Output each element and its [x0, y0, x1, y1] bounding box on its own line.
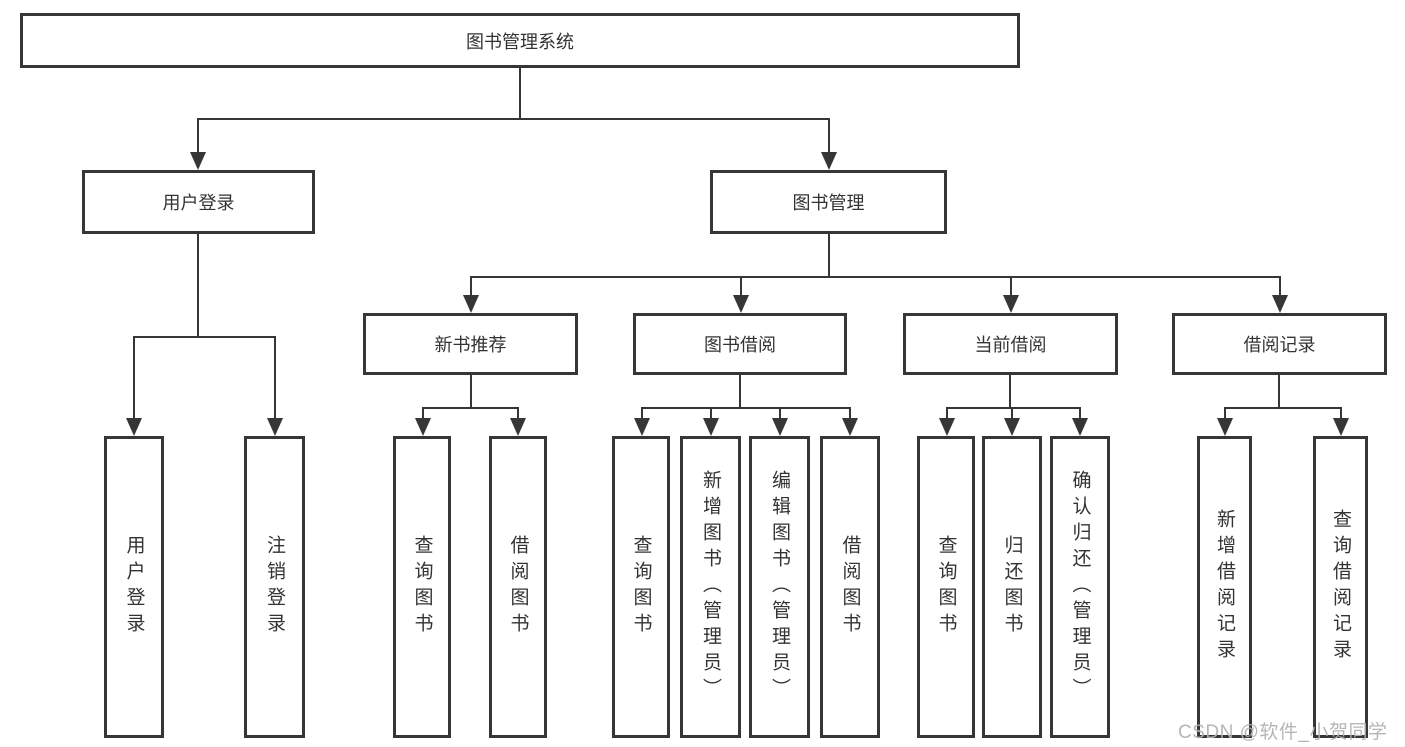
arrow-down-icon	[126, 418, 142, 436]
connector-line	[828, 118, 830, 156]
connector-line	[641, 407, 850, 409]
connector-line	[422, 407, 424, 421]
leaf-borrow-query-books: 查询图书	[612, 436, 670, 738]
connector-line	[517, 407, 519, 421]
leaf-label: 归还图书	[1001, 535, 1023, 639]
connector-line	[519, 68, 521, 118]
node-new-book-recommend: 新书推荐	[363, 313, 578, 375]
arrow-down-icon	[772, 418, 788, 436]
arrow-down-icon	[1004, 418, 1020, 436]
leaf-recommend-borrow-books: 借阅图书	[489, 436, 547, 738]
node-library-management-system: 图书管理系统	[20, 13, 1020, 68]
connector-line	[849, 407, 851, 421]
arrow-down-icon	[821, 152, 837, 170]
arrow-down-icon	[190, 152, 206, 170]
connector-line	[197, 234, 199, 336]
leaf-query-borrow-record: 查询借阅记录	[1313, 436, 1368, 738]
leaf-logout: 注销登录	[244, 436, 305, 738]
node-label: 当前借阅	[974, 335, 1047, 355]
leaf-label: 新增借阅记录	[1214, 509, 1235, 665]
leaf-label: 确认归还（管理员）	[1069, 470, 1091, 704]
leaf-label: 查询图书	[411, 535, 433, 639]
arrow-down-icon	[415, 418, 431, 436]
node-label: 图书管理系统	[466, 31, 574, 52]
connector-line	[1224, 407, 1341, 409]
leaf-label: 新增图书（管理员）	[700, 470, 721, 704]
leaf-label: 用户登录	[123, 535, 145, 639]
node-label: 图书借阅	[704, 335, 776, 355]
connector-line	[1079, 407, 1081, 421]
node-book-borrowing: 图书借阅	[633, 313, 847, 375]
connector-line	[779, 407, 781, 421]
leaf-label: 编辑图书（管理员）	[769, 470, 790, 704]
connector-line	[133, 336, 275, 338]
leaf-label: 借阅图书	[839, 535, 861, 639]
arrow-down-icon	[1272, 295, 1288, 313]
connector-line	[946, 407, 948, 421]
node-user-login: 用户登录	[82, 170, 315, 234]
arrow-down-icon	[939, 418, 955, 436]
arrow-down-icon	[634, 418, 650, 436]
leaf-user-login: 用户登录	[104, 436, 164, 738]
leaf-label: 注销登录	[264, 535, 285, 639]
leaf-confirm-return-admin: 确认归还（管理员）	[1050, 436, 1110, 738]
arrow-down-icon	[267, 418, 283, 436]
connector-line	[470, 276, 1280, 278]
leaf-return-books: 归还图书	[982, 436, 1042, 738]
arrow-down-icon	[733, 295, 749, 313]
arrow-down-icon	[1072, 418, 1088, 436]
node-book-management: 图书管理	[710, 170, 947, 234]
arrow-down-icon	[1333, 418, 1349, 436]
arrow-down-icon	[463, 295, 479, 313]
connector-line	[710, 407, 712, 421]
leaf-borrow-books: 借阅图书	[820, 436, 880, 738]
connector-line	[1279, 276, 1281, 298]
connector-line	[197, 118, 830, 120]
leaf-label: 查询图书	[630, 535, 652, 639]
connector-line	[739, 375, 741, 407]
connector-line	[1278, 375, 1280, 407]
connector-line	[1340, 407, 1342, 421]
leaf-recommend-query-books: 查询图书	[393, 436, 451, 738]
connector-line	[422, 407, 518, 409]
arrow-down-icon	[703, 418, 719, 436]
connector-line	[1009, 375, 1011, 407]
leaf-add-borrow-record: 新增借阅记录	[1197, 436, 1252, 738]
arrow-down-icon	[842, 418, 858, 436]
csdn-watermark: CSDN @软件_小贺同学	[1178, 722, 1388, 743]
connector-line	[470, 276, 472, 298]
node-label: 新书推荐	[434, 335, 507, 355]
node-borrowing-records: 借阅记录	[1172, 313, 1387, 375]
connector-line	[1011, 407, 1013, 421]
connector-line	[197, 118, 199, 156]
arrow-down-icon	[1003, 295, 1019, 313]
connector-line	[641, 407, 643, 421]
leaf-label: 借阅图书	[507, 535, 529, 639]
leaf-label: 查询图书	[935, 535, 957, 639]
node-label: 图书管理	[792, 193, 865, 213]
node-current-borrowing: 当前借阅	[903, 313, 1118, 375]
arrow-down-icon	[1217, 418, 1233, 436]
connector-line	[274, 336, 276, 422]
leaf-current-query-books: 查询图书	[917, 436, 975, 738]
connector-line	[828, 234, 830, 276]
leaf-label: 查询借阅记录	[1330, 509, 1351, 665]
leaf-edit-books-admin: 编辑图书（管理员）	[749, 436, 810, 738]
arrow-down-icon	[510, 418, 526, 436]
node-label: 借阅记录	[1243, 335, 1316, 355]
connector-line	[1010, 276, 1012, 298]
leaf-add-books-admin: 新增图书（管理员）	[680, 436, 741, 738]
connector-line	[133, 336, 135, 422]
connector-line	[740, 276, 742, 298]
connector-line	[946, 407, 1080, 409]
connector-line	[470, 375, 472, 407]
node-label: 用户登录	[162, 193, 235, 213]
connector-line	[1224, 407, 1226, 421]
